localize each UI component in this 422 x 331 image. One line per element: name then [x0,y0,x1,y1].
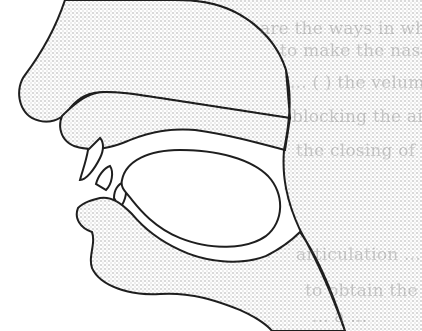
show-through-line: ... a ... [312,307,367,327]
show-through-line: blocking the airflow in the [292,107,422,127]
show-through-line: to obtain the ... of the simple [305,281,422,301]
show-through-line: articulation ... [296,245,421,265]
lower-incisor [96,166,112,190]
show-through-line: the closing of the ... [296,141,422,161]
show-through-line: ... ( ) the velum, the tong [290,73,422,93]
show-through-line: to make the nasal obstruction of [280,41,422,61]
show-through-line: are the ways in which the tongue, th [260,19,422,39]
